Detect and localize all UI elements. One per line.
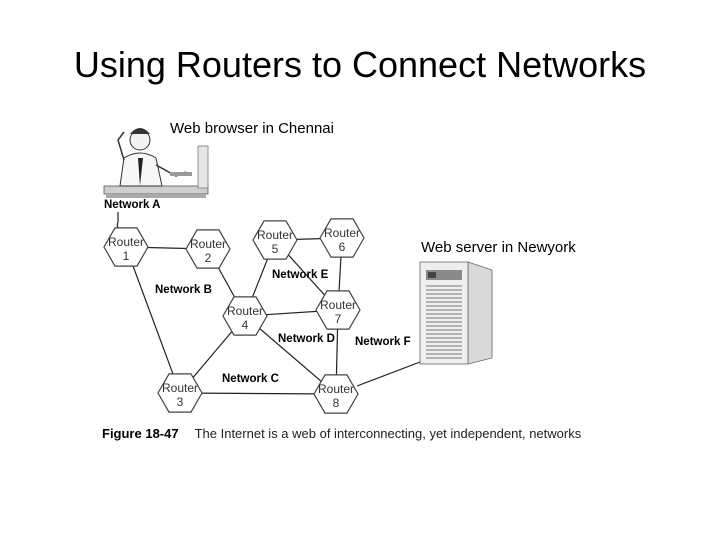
router-hexagon-icon <box>157 373 203 413</box>
router-hexagon-icon <box>222 296 268 336</box>
server-label: Web server in Newyork <box>421 239 576 256</box>
user-at-desk-icon <box>103 128 209 198</box>
figure-caption-text: The Internet is a web of interconnecting… <box>194 426 582 441</box>
router-hexagon-icon <box>319 218 365 258</box>
figure-caption: Figure 18-47 The Internet is a web of int… <box>102 426 581 441</box>
slide-title: Using Routers to Connect Networks <box>73 44 647 85</box>
router-number: 2 <box>205 251 212 265</box>
link-r3-r8 <box>179 392 337 395</box>
network-a-label: Network A <box>104 199 160 211</box>
figure-number: Figure 18-47 <box>102 426 179 441</box>
router-number: 4 <box>242 318 249 332</box>
router-hexagon-icon <box>103 227 149 267</box>
router-word: Router <box>318 382 354 396</box>
network-d-label: Network D <box>278 333 335 345</box>
link-r1-r3 <box>125 246 181 394</box>
web-server-icon <box>419 261 493 365</box>
network-b-label: Network B <box>155 284 212 296</box>
browser-label: Web browser in Chennai <box>170 120 334 137</box>
router-word: Router <box>162 381 198 395</box>
router-hexagon-icon <box>185 229 231 269</box>
router-number: 8 <box>333 396 340 410</box>
router-word: Router <box>190 237 226 251</box>
router-hexagon-icon <box>252 220 298 260</box>
router-hexagon-icon <box>315 290 361 330</box>
router-number: 1 <box>123 249 130 263</box>
router-number: 7 <box>335 312 342 326</box>
router-number: 5 <box>272 242 279 256</box>
server-link <box>356 361 421 387</box>
router-word: Router <box>227 304 263 318</box>
router-word: Router <box>108 235 144 249</box>
router-number: 3 <box>177 395 184 409</box>
network-e-label: Network E <box>272 269 329 281</box>
router-word: Router <box>320 298 356 312</box>
network-c-label: Network C <box>222 373 279 385</box>
router-number: 6 <box>339 240 346 254</box>
router-word: Router <box>324 226 360 240</box>
network-f-label: Network F <box>355 336 411 348</box>
router-word: Router <box>257 228 293 242</box>
router-hexagon-icon <box>313 374 359 414</box>
